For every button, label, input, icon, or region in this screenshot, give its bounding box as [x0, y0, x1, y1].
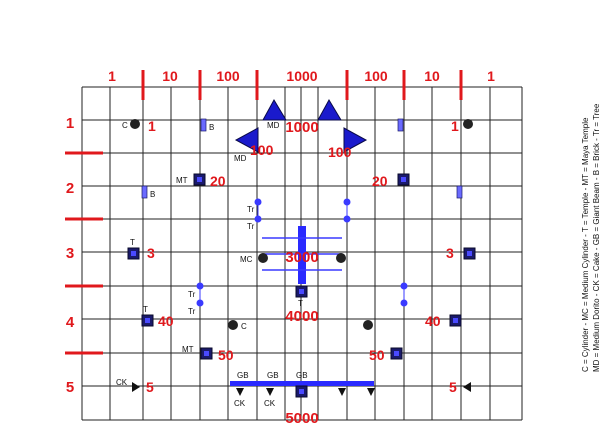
temple-icon-core	[299, 289, 304, 294]
point-value: 3000	[285, 249, 318, 266]
maya-temple-icon-core	[394, 351, 399, 356]
cake-icon	[367, 388, 375, 396]
point-value: 100	[328, 144, 352, 160]
temple-icon-core	[453, 318, 458, 323]
item-label: T	[130, 238, 135, 247]
point-value: 4000	[285, 308, 318, 325]
cylinder-icon	[228, 320, 238, 330]
item-label: GB	[267, 371, 279, 380]
scale-label: 10	[424, 68, 440, 84]
item-label: T	[298, 299, 303, 308]
cylinder-icon	[463, 119, 473, 129]
item-label: T	[143, 305, 148, 314]
item-label: C	[122, 121, 128, 130]
item-label: GB	[296, 371, 308, 380]
scale-label: 10	[162, 68, 178, 84]
legend: C = Cylinder - MC = Medium Cylinder - T …	[581, 103, 601, 372]
item-label: MT	[182, 345, 194, 354]
temple-icon-core	[467, 251, 472, 256]
point-value: 1000	[285, 119, 318, 136]
point-value: 40	[425, 313, 441, 329]
cylinder-icon	[130, 119, 140, 129]
item-label: MD	[267, 121, 280, 130]
maya-temple-icon-core	[197, 177, 202, 182]
scale-markers	[65, 70, 463, 355]
temple-icon-core	[145, 318, 150, 323]
point-value: 20	[372, 173, 388, 189]
brick-icon	[397, 118, 404, 132]
item-label: Tr	[188, 307, 196, 316]
scale-label: 1	[487, 68, 495, 84]
point-value: 1	[451, 118, 459, 134]
row-label: 4	[66, 314, 75, 331]
item-label: GB	[237, 371, 249, 380]
row-label: 3	[66, 245, 74, 262]
cake-icon	[266, 388, 274, 396]
temple-icon-core	[299, 389, 304, 394]
scale-label: 100	[216, 68, 240, 84]
point-value: 40	[158, 313, 174, 329]
maya-temple-icon-core	[401, 177, 406, 182]
medium-dorito-icon	[343, 127, 368, 153]
brick-icon	[200, 118, 207, 132]
medium-cylinder-icon	[336, 253, 346, 263]
point-value: 100	[250, 142, 274, 158]
item-label: Tr	[188, 290, 196, 299]
cake-icon	[338, 388, 346, 396]
maya-temple-icon-core	[204, 351, 209, 356]
point-value: 1	[148, 118, 156, 134]
giant-beam	[230, 381, 374, 386]
medium-dorito-icon	[262, 98, 287, 121]
item-label: B	[150, 190, 155, 199]
point-value: 20	[210, 173, 226, 189]
item-label: Tr	[247, 205, 255, 214]
cake-icon	[463, 382, 471, 392]
item-label: C	[241, 322, 247, 331]
temple-icon-core	[131, 251, 136, 256]
medium-cylinder-icon	[258, 253, 268, 263]
item-label: CK	[264, 399, 276, 408]
scale-label: 1000	[286, 68, 317, 84]
legend-line: MD = Medium Dorito - CK = Cake - GB = Gi…	[592, 103, 601, 372]
medium-dorito-icon	[234, 127, 259, 153]
point-value: 3	[446, 245, 454, 261]
point-value: 5	[146, 379, 154, 395]
brick-icon	[456, 185, 463, 199]
giant-beam-vertical	[298, 226, 306, 284]
item-label: B	[209, 123, 214, 132]
cylinder-icon	[363, 320, 373, 330]
scale-label: 1	[108, 68, 116, 84]
scale-label: 100	[364, 68, 388, 84]
grid-lines	[81, 86, 523, 421]
point-value: 5	[449, 379, 457, 395]
cake-icon	[236, 388, 244, 396]
item-label: CK	[234, 399, 246, 408]
top-scale: 1 10 100 1000 100 10 1	[108, 68, 495, 84]
row-numbers: 1 2 3 4 5	[66, 115, 75, 396]
item-label: MD	[234, 154, 247, 163]
point-value: 3	[147, 245, 155, 261]
point-value: 50	[218, 347, 234, 363]
row-label: 2	[66, 180, 74, 197]
item-label: MC	[240, 255, 253, 264]
row-label: 1	[66, 115, 74, 132]
item-label: MT	[176, 176, 188, 185]
item-label: Tr	[247, 222, 255, 231]
cake-icon	[132, 382, 140, 392]
point-value: 5000	[285, 410, 318, 427]
row-label: 5	[66, 379, 74, 396]
medium-dorito-icon	[317, 98, 342, 121]
item-label: CK	[116, 378, 128, 387]
brick-icon	[141, 185, 148, 199]
point-value: 50	[369, 347, 385, 363]
legend-line: C = Cylinder - MC = Medium Cylinder - T …	[581, 117, 590, 372]
